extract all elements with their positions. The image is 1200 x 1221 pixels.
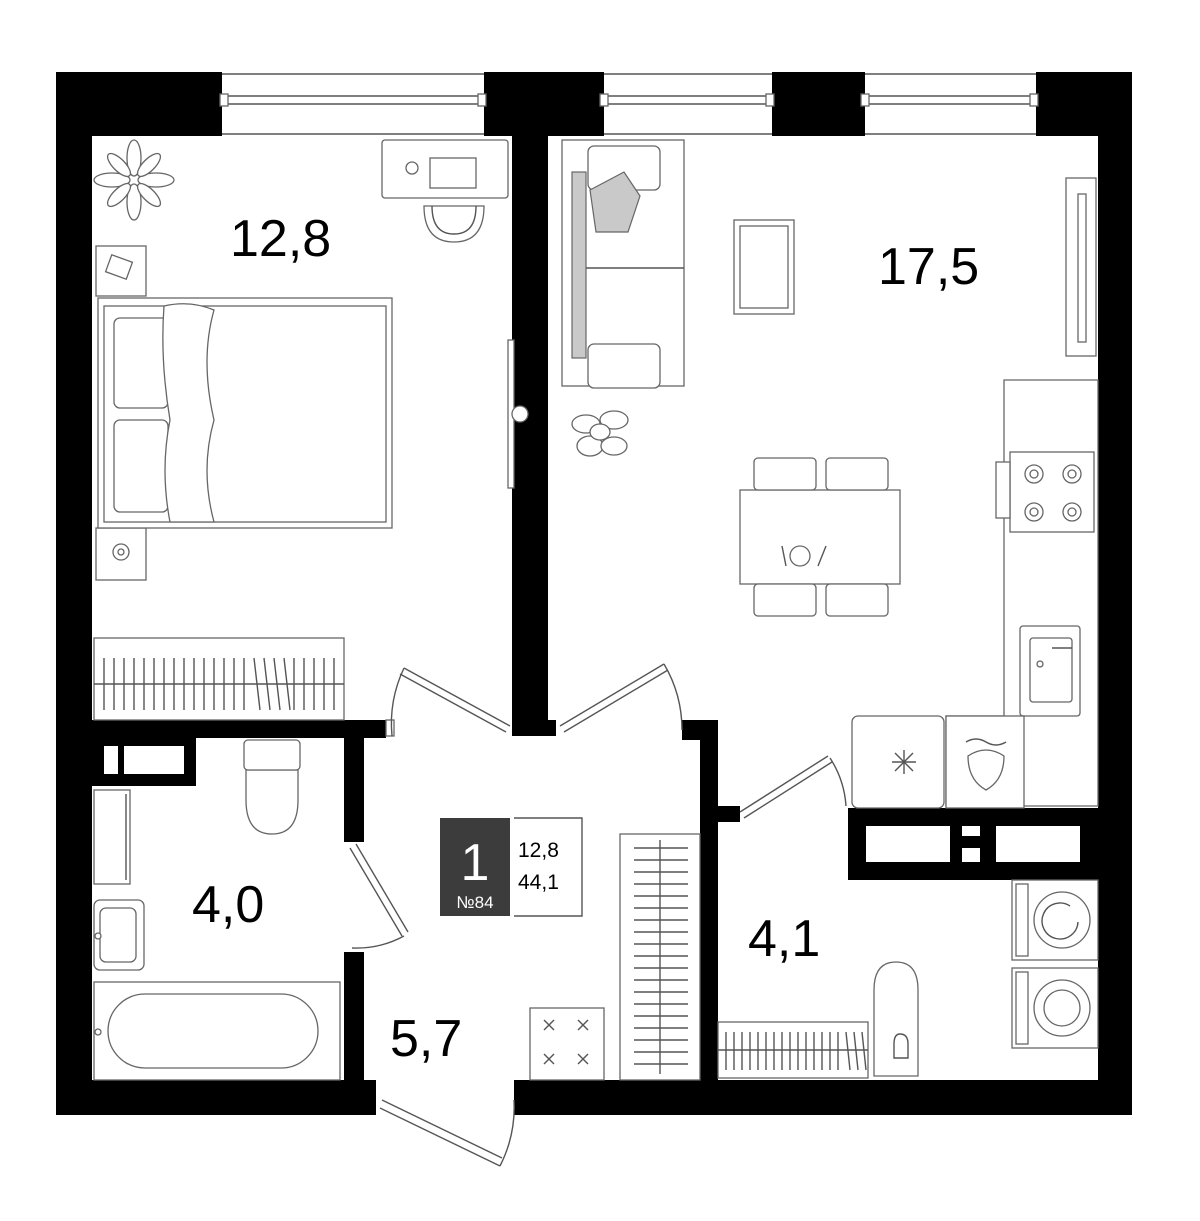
apartment-badge: 1 №84 12,8 44,1 [440,817,583,917]
windows [219,73,1039,135]
plant-icon [93,139,175,221]
room-area-bedroom: 12,8 [230,210,331,268]
shoe-rack [529,1007,605,1081]
hanger-line [853,1031,859,1071]
cooktop-icon [995,451,1095,533]
cabinet [93,789,131,885]
hanger-line [861,1031,867,1071]
window-living-2 [860,73,1039,135]
door-living [559,663,683,733]
rooms-count: 1 [461,834,490,892]
door-laundry [739,755,847,819]
room-area-living-kitchen: 17,5 [878,238,979,296]
wardrobe-laundry [717,1021,869,1079]
toilet-icon [245,769,299,835]
apartment-number: №84 [456,893,493,912]
wardrobe-bedroom [93,637,345,721]
badge-background [440,818,510,916]
dishwasher-icon [945,715,1025,809]
door-bathroom [349,843,409,949]
desk-chair [423,205,485,243]
laundry-furniture [717,879,1099,1079]
bedroom-furniture [93,139,529,721]
hanger-line [845,1031,851,1071]
walls [56,72,1132,1115]
hanger-line [263,657,271,711]
door-entrance [379,1099,515,1167]
window-bedroom [219,73,487,135]
bathtub-icon [93,981,341,1081]
hanger-line [253,657,261,711]
kitchen-sink-icon [1019,625,1081,717]
total-area: 44,1 [518,871,559,894]
living-area: 12,8 [518,839,559,862]
room-area-bathroom: 4,0 [192,876,264,934]
hanger-line [273,657,281,711]
washing-machine-icon [1011,879,1099,961]
sofa [561,139,685,389]
door-bedroom [385,667,511,737]
badge-frame [514,817,583,917]
fridge-icon [851,715,945,809]
room-area-laundry: 4,1 [748,910,820,968]
window-living-1 [599,73,775,135]
dining-table [739,489,901,585]
hallway-furniture [529,833,701,1081]
doors [349,663,847,1167]
wardrobe-hangers [103,657,867,1071]
wardrobe-hallway [619,833,701,1081]
room-area-hallway: 5,7 [390,1010,462,1068]
dryer-icon [1011,967,1099,1049]
bathroom-furniture [93,739,341,1081]
living-furniture [561,139,1099,809]
plant-icon [571,410,629,457]
hanger-line [283,657,291,711]
ironing-board-icon [873,961,919,1077]
room-labels: 12,8 17,5 4,0 5,7 4,1 [192,210,979,1068]
